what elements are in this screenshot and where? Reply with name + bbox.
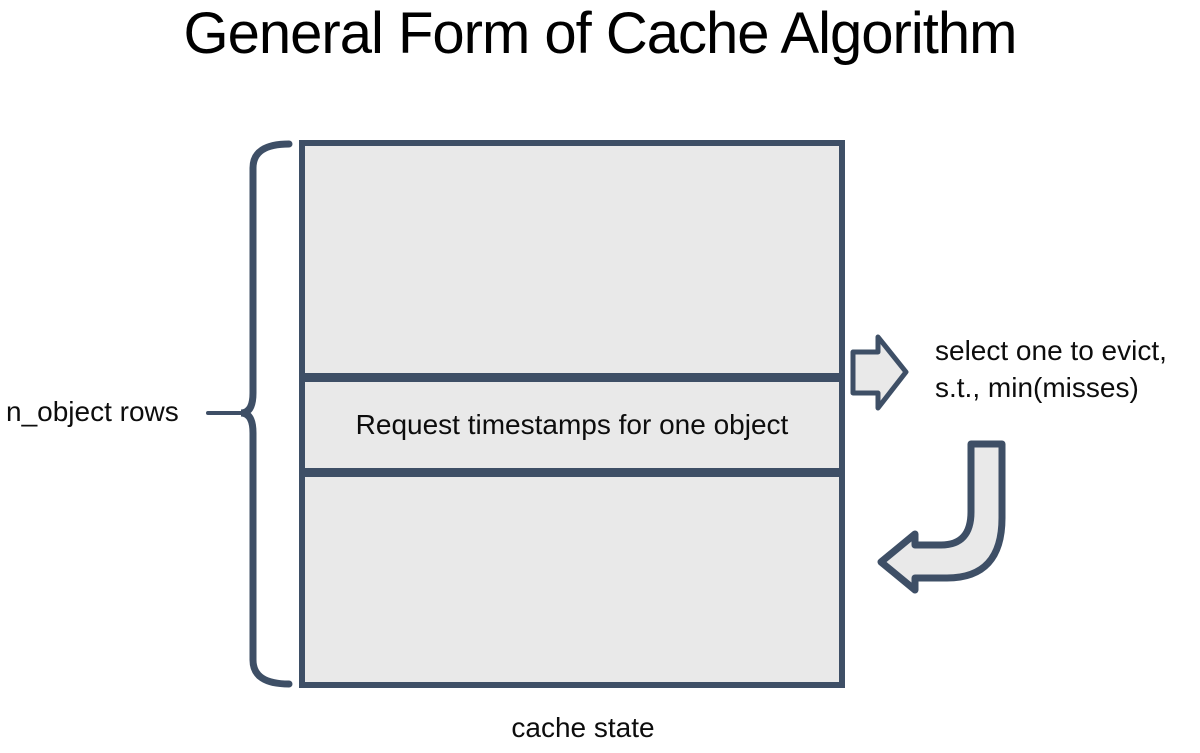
row-count-label: n_object rows	[6, 396, 179, 427]
highlighted-object-row: Request timestamps for one object	[305, 382, 839, 468]
row-divider-top	[305, 373, 839, 382]
evict-note: select one to evict, s.t., min(misses)	[935, 332, 1167, 406]
page-title: General Form of Cache Algorithm	[183, 1, 1018, 66]
cache-state-box: Request timestamps for one object	[299, 140, 845, 688]
evict-note-line2: s.t., min(misses)	[935, 372, 1139, 403]
right-block-arrow-shape	[850, 334, 909, 411]
box-caption: cache state	[511, 712, 655, 743]
row-divider-bottom	[305, 468, 839, 477]
left-curly-brace	[206, 140, 293, 688]
evict-note-line1: select one to evict,	[935, 335, 1167, 366]
right-block-arrow-icon	[850, 334, 909, 411]
bent-left-arrow-shape	[877, 440, 1006, 594]
object-row-label: Request timestamps for one object	[355, 409, 789, 440]
bent-left-arrow-icon	[877, 440, 1006, 594]
curly-brace-shape	[240, 140, 293, 688]
